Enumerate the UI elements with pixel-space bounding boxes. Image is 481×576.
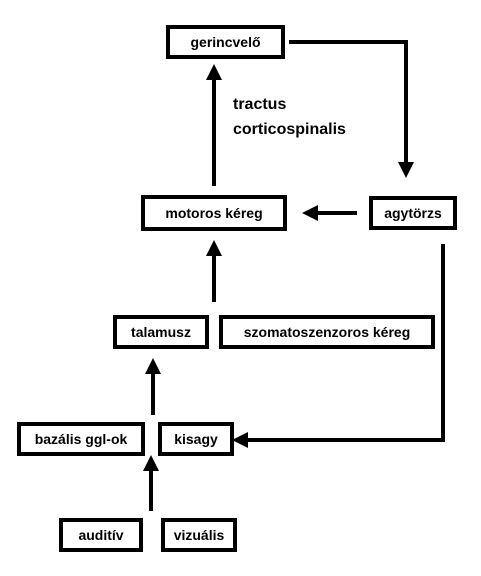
node-szomatoszenzoros-kereg: szomatoszenzoros kéreg xyxy=(219,315,435,349)
node-bazalis-ggl-ok-label: bazális ggl-ok xyxy=(35,431,128,447)
node-motoros-kereg-label: motoros kéreg xyxy=(165,205,262,221)
node-agytorzs-label: agytörzs xyxy=(384,205,442,221)
arrow-agytorzs-to-kisagy xyxy=(232,244,445,448)
tractus-label-line1: tractus xyxy=(233,96,286,113)
node-motoros-kereg: motoros kéreg xyxy=(141,195,287,231)
node-talamusz: talamusz xyxy=(113,315,209,349)
connectors xyxy=(143,40,445,511)
node-vizualis: vizuális xyxy=(161,518,237,552)
node-agytorzs: agytörzs xyxy=(369,196,457,230)
node-auditiv-label: auditív xyxy=(78,527,123,543)
node-gerincvelo: gerincvelő xyxy=(166,25,285,59)
node-auditiv: auditív xyxy=(59,518,143,552)
node-kisagy-label: kisagy xyxy=(174,431,218,447)
node-vizualis-label: vizuális xyxy=(174,527,225,543)
tractus-label-line2: corticospinalis xyxy=(233,121,346,138)
node-kisagy: kisagy xyxy=(158,422,234,456)
node-bazalis-ggl-ok: bazális ggl-ok xyxy=(17,422,145,456)
node-szomatoszenzoros-kereg-label: szomatoszenzoros kéreg xyxy=(244,324,411,340)
node-talamusz-label: talamusz xyxy=(131,324,191,340)
node-gerincvelo-label: gerincvelő xyxy=(190,34,260,50)
arrow-gerincvelo-to-agytorzs xyxy=(289,40,414,178)
